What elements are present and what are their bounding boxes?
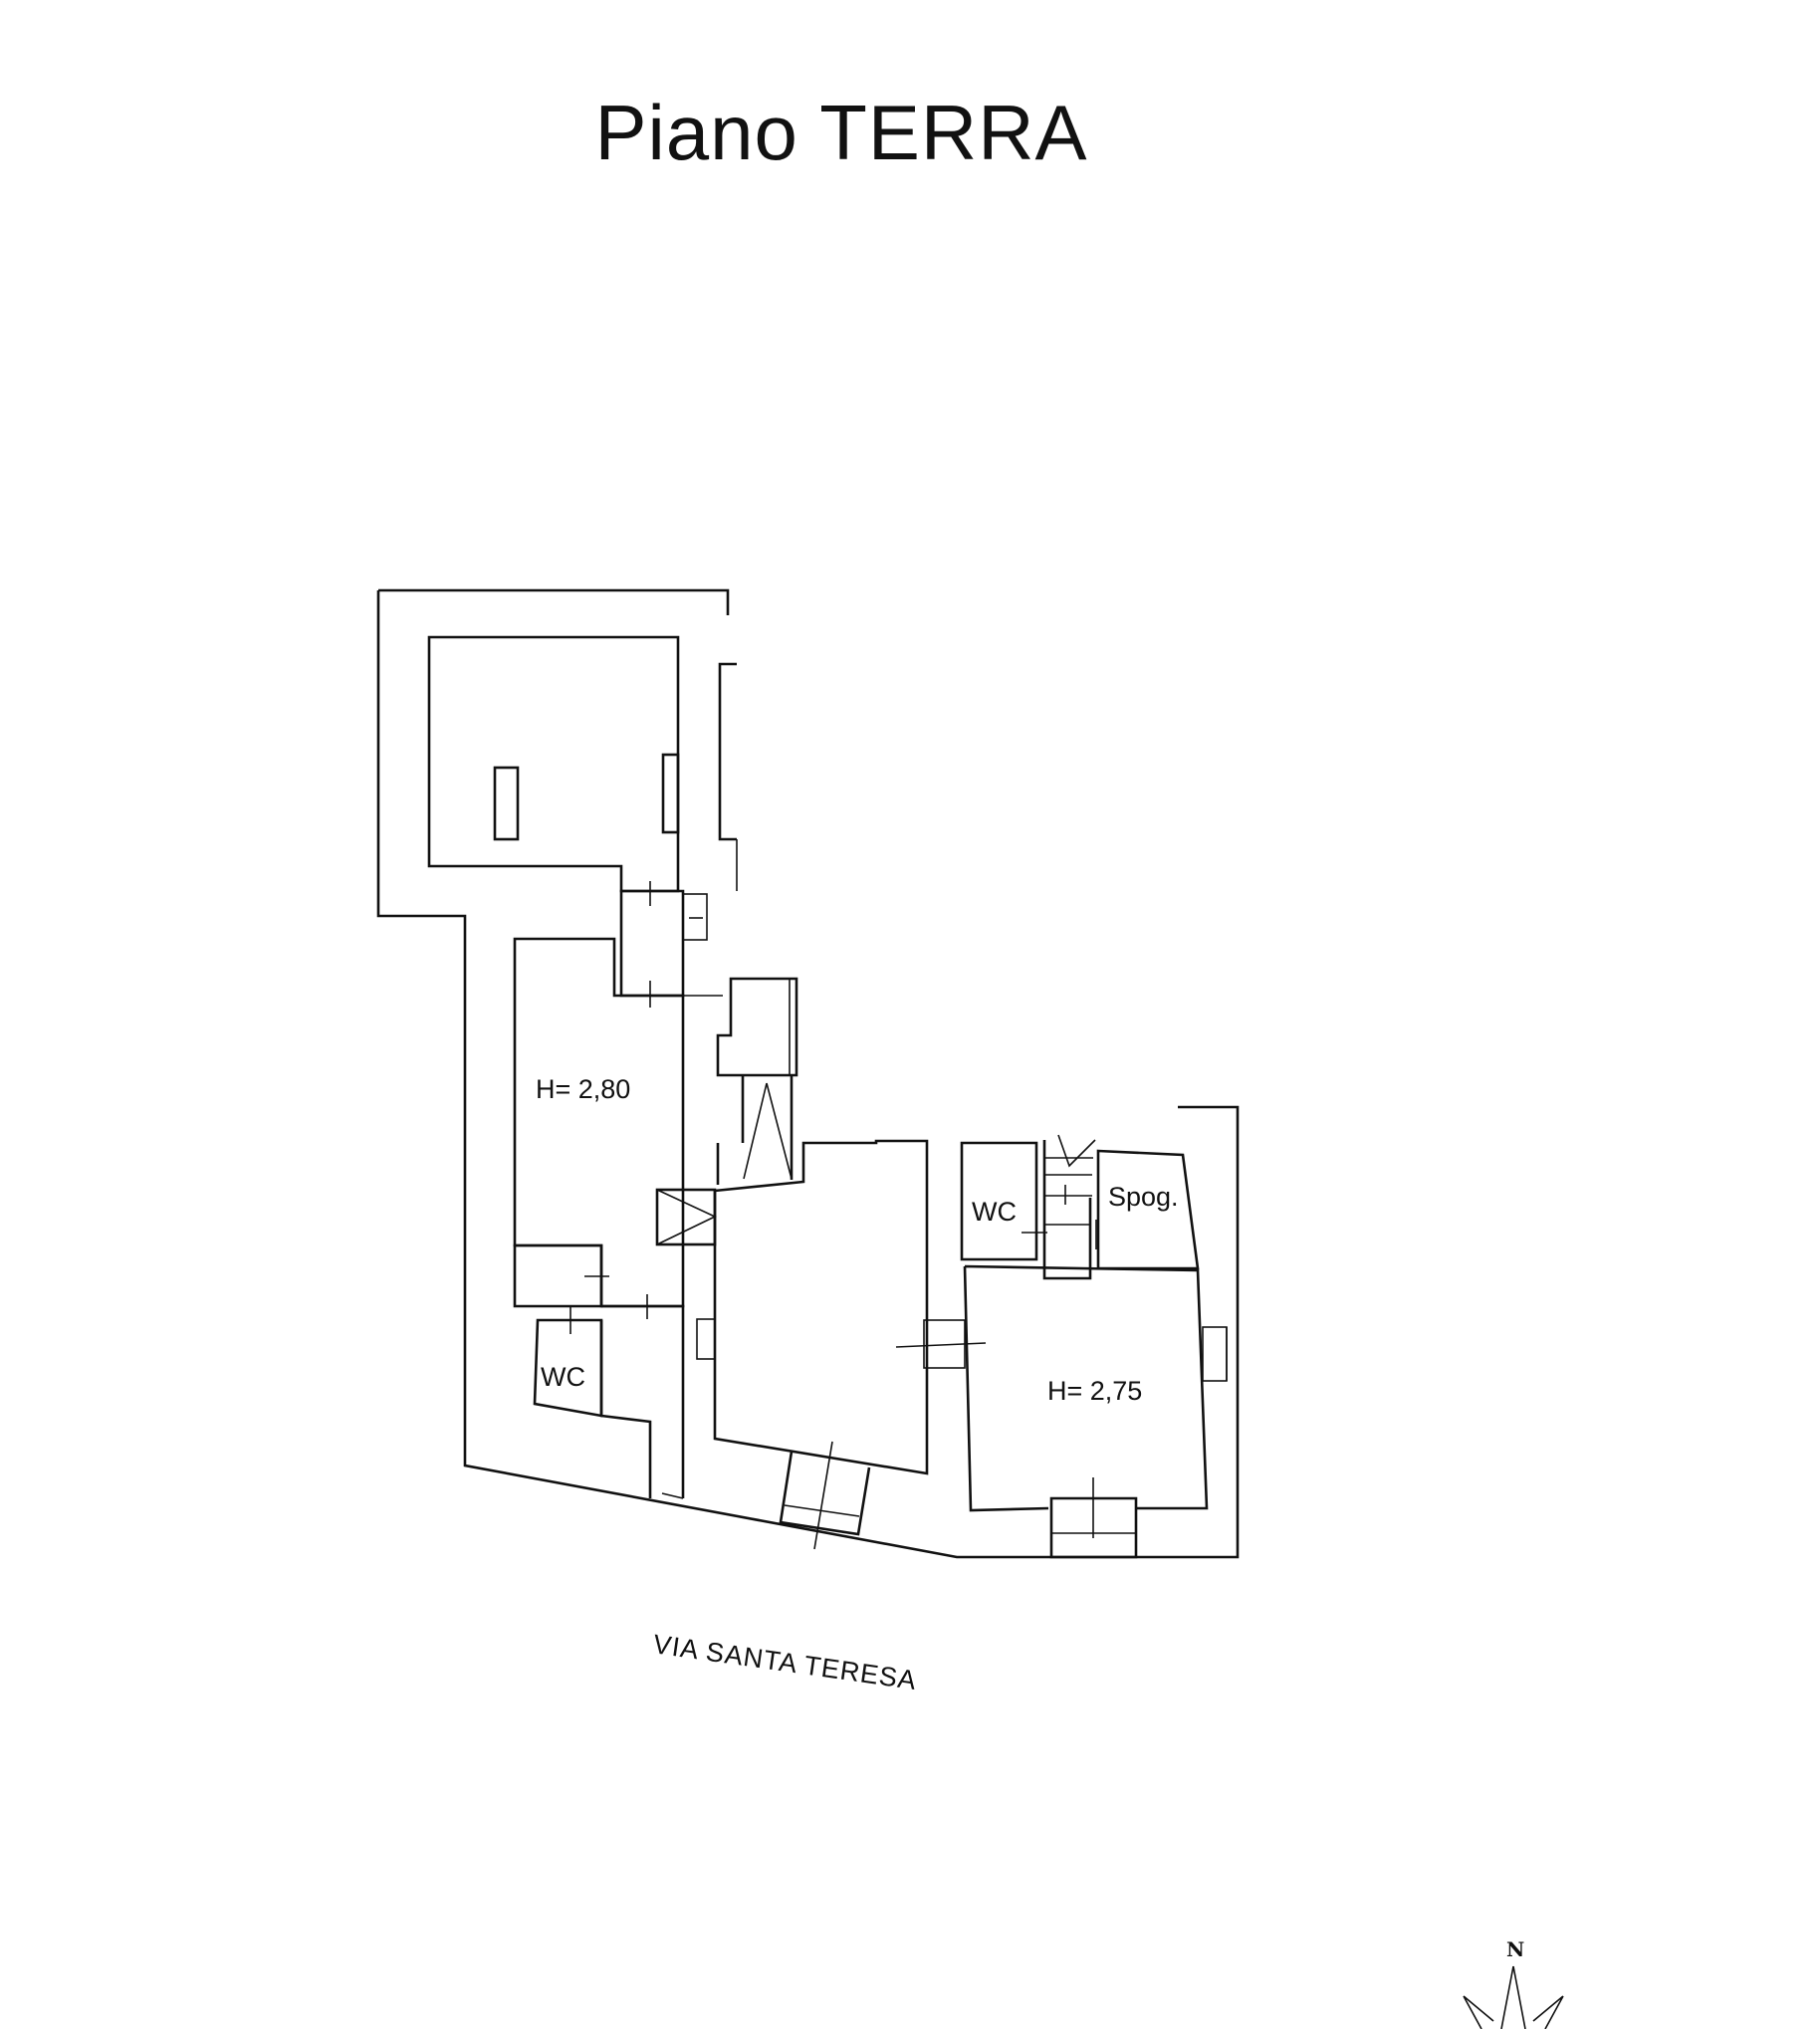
stair-connector-triangle [656,1189,717,1245]
courtyard-east-wall [718,662,737,841]
storage-label: Spog. [1108,1182,1179,1212]
central-east-threshold [923,1319,966,1369]
door-mark-central-south [813,1441,833,1550]
right-stair-arrow [1057,1134,1096,1168]
north-arrow-shape [1463,1965,1564,2029]
storage-room-outline [1096,1149,1200,1270]
page-title: Piano TERRA [594,89,1088,176]
central-hall-side-opening [696,1318,716,1360]
passage-exit-line [661,1492,684,1499]
left-room-outline [513,937,685,1308]
stair-connector [655,1188,717,1246]
stair-run [741,1075,794,1180]
left-room-height-label: H= 2,80 [536,1074,630,1104]
steps-box [682,893,708,941]
stair-landing-outline [716,977,798,1077]
right-room-east-window [1202,1326,1228,1382]
right-stair-outline [1042,1140,1092,1280]
courtyard-column-right [661,753,680,834]
outer-perimeter-wall [376,588,1240,1559]
central-south-window [779,1451,871,1536]
north-letter: N [1506,1937,1524,1961]
central-window-sill [784,1504,860,1517]
central-room-outline [713,1139,929,1475]
right-wc-outline [960,1141,1038,1261]
right-room-outline [963,1264,1209,1512]
door-mark-central-east [895,1342,987,1348]
right-room-south-door [1049,1496,1138,1559]
courtyard-column-left [493,766,520,841]
north-arrow-icon: N [1463,1937,1564,2029]
courtyard-outline [427,635,680,893]
vestibule-outline [619,889,685,998]
right-wc-label: WC [972,1197,1017,1227]
left-wc-label: WC [541,1362,585,1392]
left-lower-passage [599,1304,685,1498]
right-room-height-label: H= 2,75 [1047,1376,1142,1406]
right-stair-treads [1044,1157,1093,1226]
street-name-label: VIA SANTA TERESA [651,1629,919,1695]
stair-flight-lines [743,1082,793,1180]
